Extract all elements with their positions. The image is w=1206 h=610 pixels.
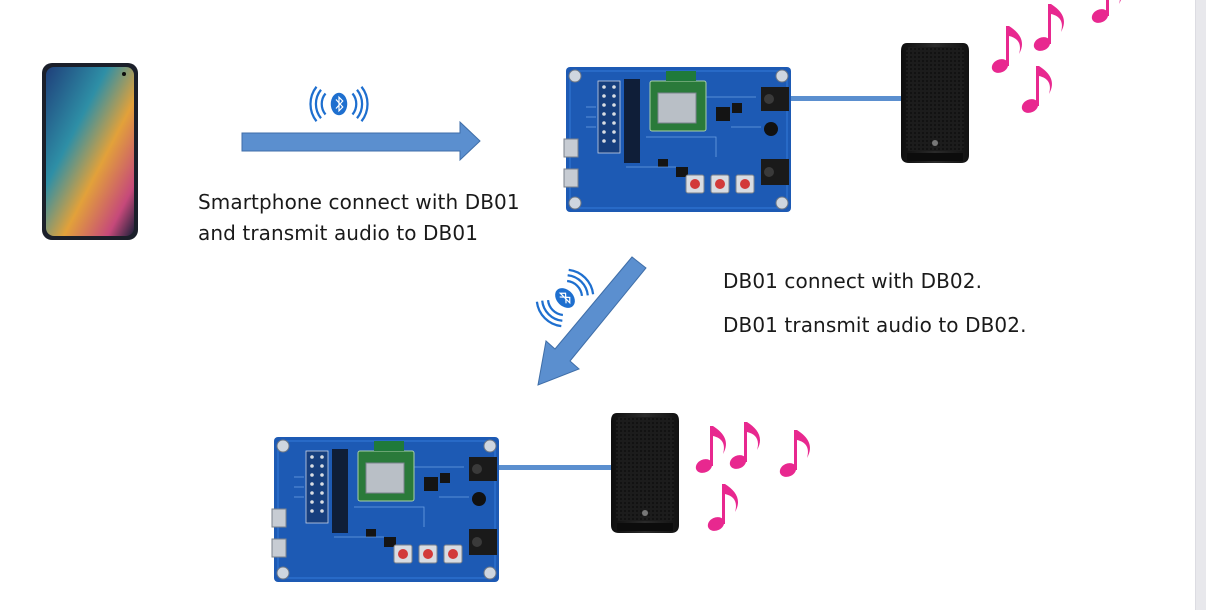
- arrow-phone-to-db01: [241, 120, 481, 162]
- caption-line: and transmit audio to DB01: [198, 221, 479, 245]
- dev-board-db01: [563, 66, 792, 213]
- music-note-icon: [1019, 66, 1053, 116]
- music-note-icon: [1031, 4, 1065, 54]
- speaker-icon: [611, 413, 679, 533]
- music-note-icon: [777, 430, 811, 480]
- bluetooth-wave-icon: [309, 85, 369, 123]
- music-note-icon: [727, 422, 761, 472]
- audio-cable-1: [791, 96, 903, 101]
- speaker-icon: [901, 43, 969, 163]
- dev-board-db02: [271, 436, 500, 583]
- page-edge: [1195, 0, 1206, 610]
- music-note-icon: [693, 426, 727, 476]
- caption-line: Smartphone connect with DB01: [198, 190, 520, 214]
- music-note-icon: [705, 484, 739, 534]
- smartphone-icon: [42, 63, 138, 240]
- caption-db01-transmit: DB01 transmit audio to DB02.: [723, 313, 1027, 337]
- music-note-icon: [989, 26, 1023, 76]
- audio-cable-2: [499, 465, 613, 470]
- arrow-db01-to-db02: [537, 256, 647, 386]
- music-note-icon: [1089, 0, 1123, 26]
- caption-phone-to-db01: Smartphone connect with DB01 and transmi…: [198, 187, 520, 249]
- caption-db01-connect: DB01 connect with DB02.: [723, 269, 983, 293]
